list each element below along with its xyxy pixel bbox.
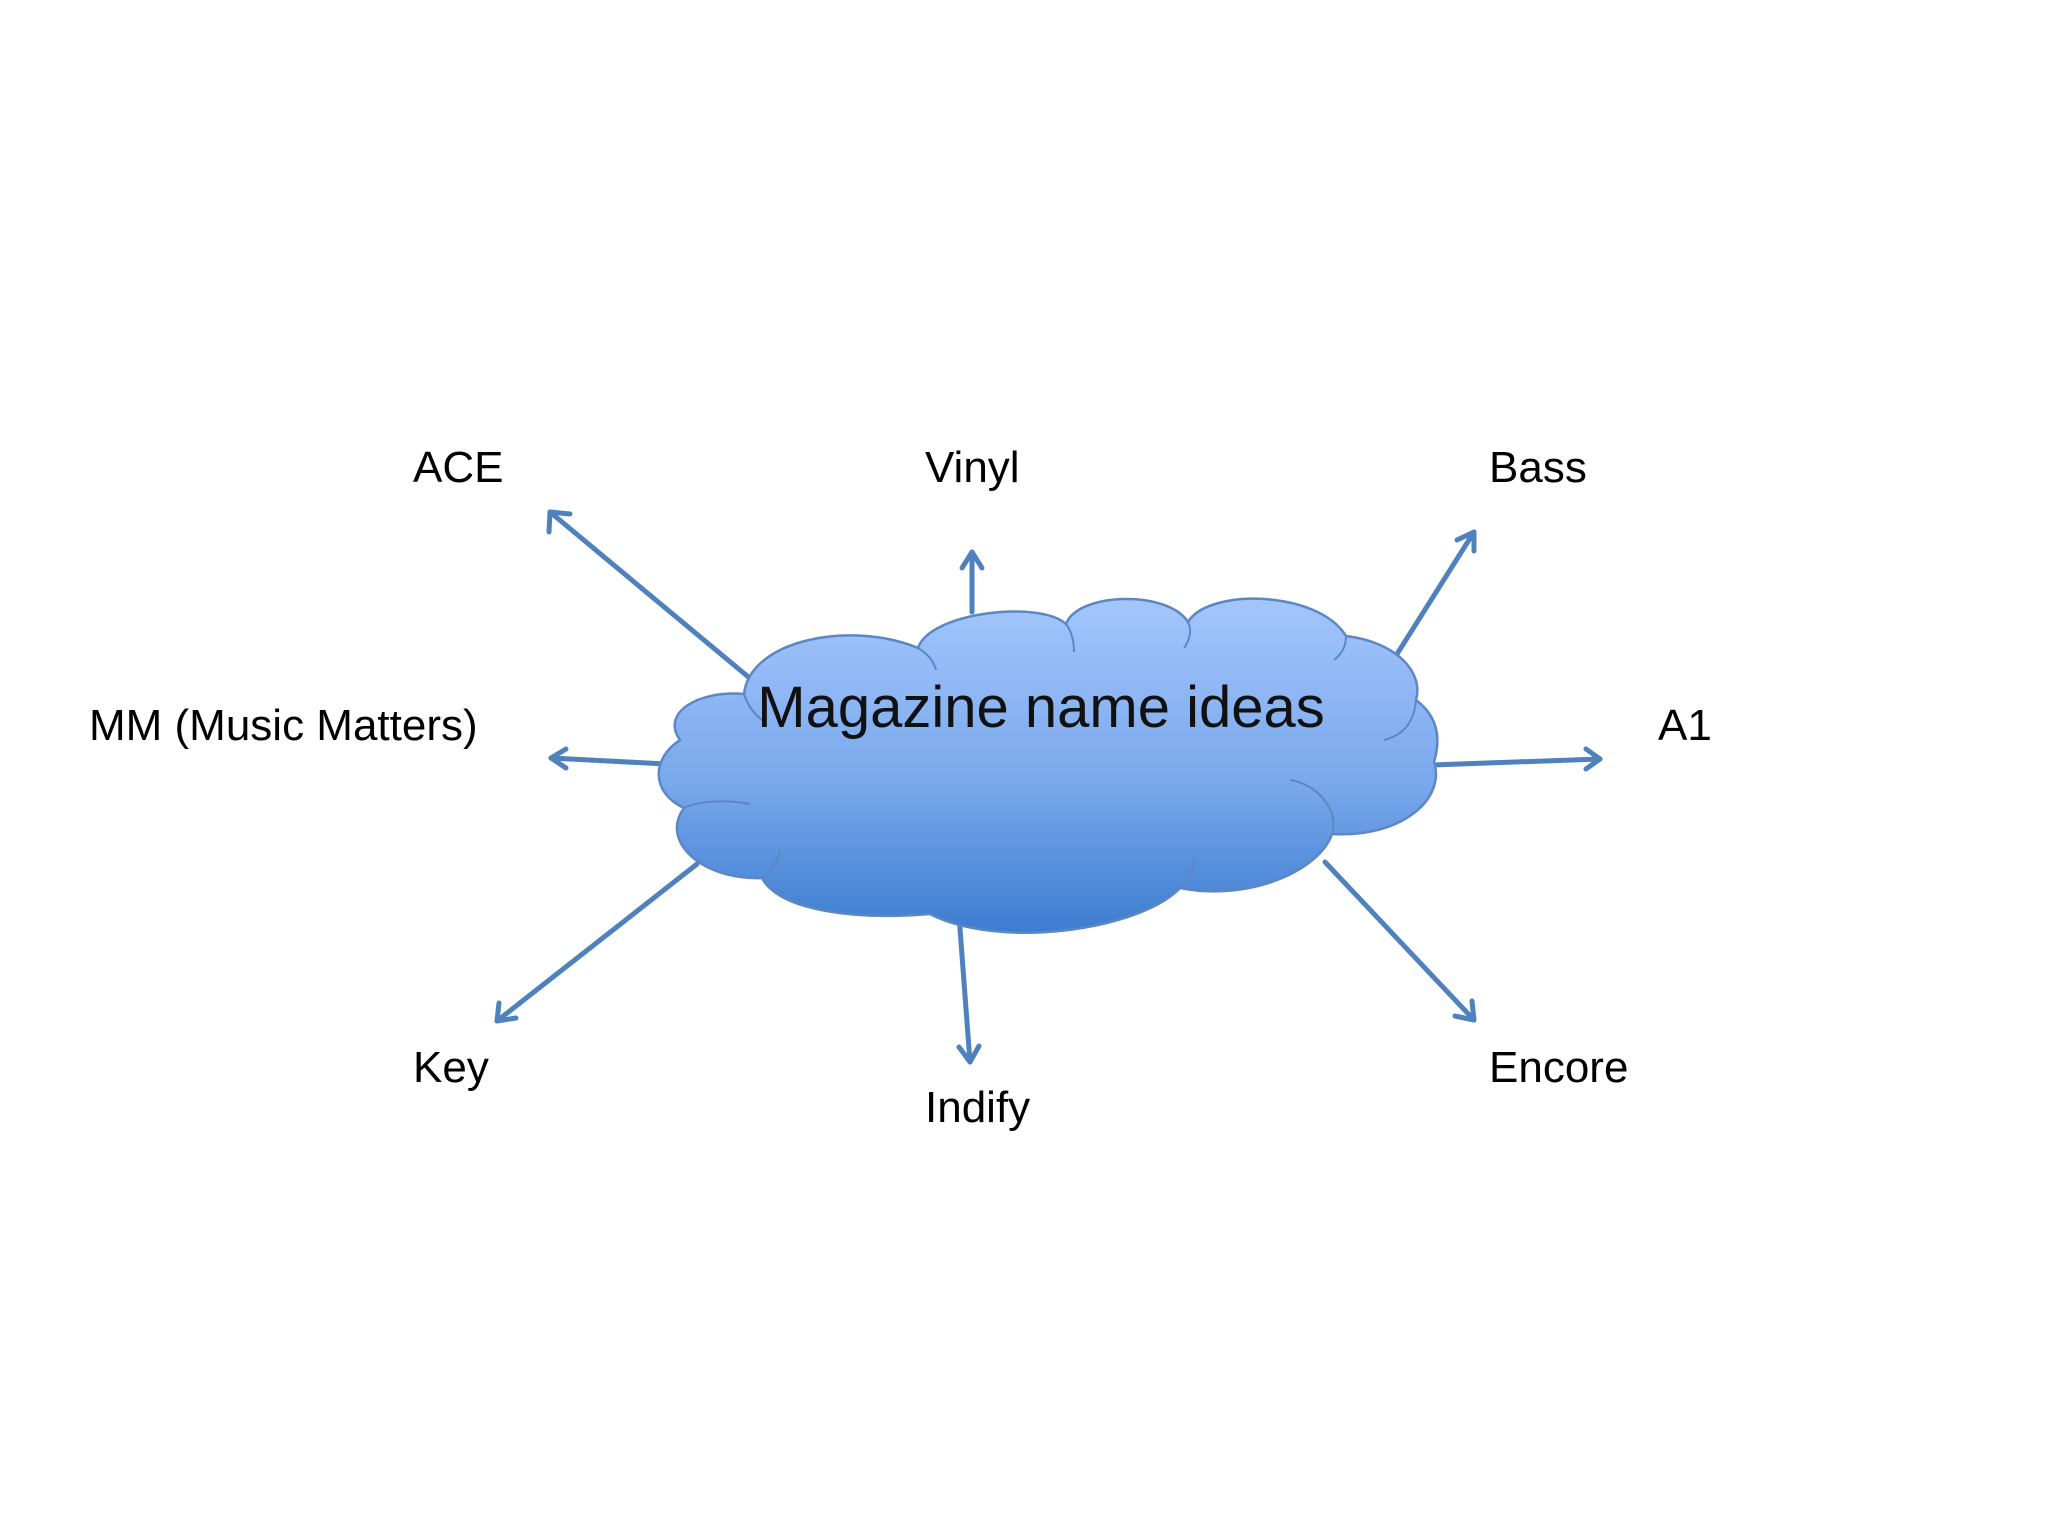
idea-cloud: Magazine name ideas	[657, 597, 1439, 934]
idea-label-indify: Indify	[925, 1083, 1030, 1132]
cloud-puff-line	[683, 800, 751, 809]
cloud-puff-line	[743, 693, 763, 721]
arrow-to-a1	[1429, 746, 1603, 772]
idea-label-vinyl: Vinyl	[925, 443, 1020, 492]
idea-label-mm: MM (Music Matters)	[89, 701, 478, 750]
cloud-puff-line	[1183, 621, 1192, 649]
center-topic: Magazine name ideas	[757, 675, 1324, 740]
cloud-puff-line	[1333, 635, 1347, 661]
cloud-puff-line	[761, 849, 781, 879]
arrow-to-indify	[955, 899, 982, 1065]
arrow-to-bass	[1389, 529, 1477, 665]
arrow-to-vinyl	[959, 549, 985, 615]
cloud-shape	[657, 597, 1439, 934]
cloud-puff-line	[1289, 779, 1335, 835]
cloud-puff-line	[1383, 699, 1417, 741]
idea-label-ace: ACE	[413, 443, 503, 492]
cloud-puff-line	[917, 647, 937, 671]
idea-label-bass: Bass	[1489, 443, 1587, 492]
idea-label-key: Key	[413, 1043, 489, 1092]
idea-label-encore: Encore	[1489, 1043, 1628, 1092]
arrow-to-mm	[548, 746, 669, 771]
cloud-puff-line	[1065, 623, 1075, 653]
arrows	[494, 509, 1603, 1065]
arrow-to-ace	[546, 509, 755, 683]
cloud-puff-line	[1179, 857, 1195, 889]
arrow-to-key	[494, 861, 700, 1024]
arrow-to-encore	[1322, 859, 1477, 1023]
idea-label-a1: A1	[1658, 701, 1712, 750]
idea-labels: ACE Vinyl Bass MM (Music Matters) A1 Key…	[89, 443, 1712, 1132]
